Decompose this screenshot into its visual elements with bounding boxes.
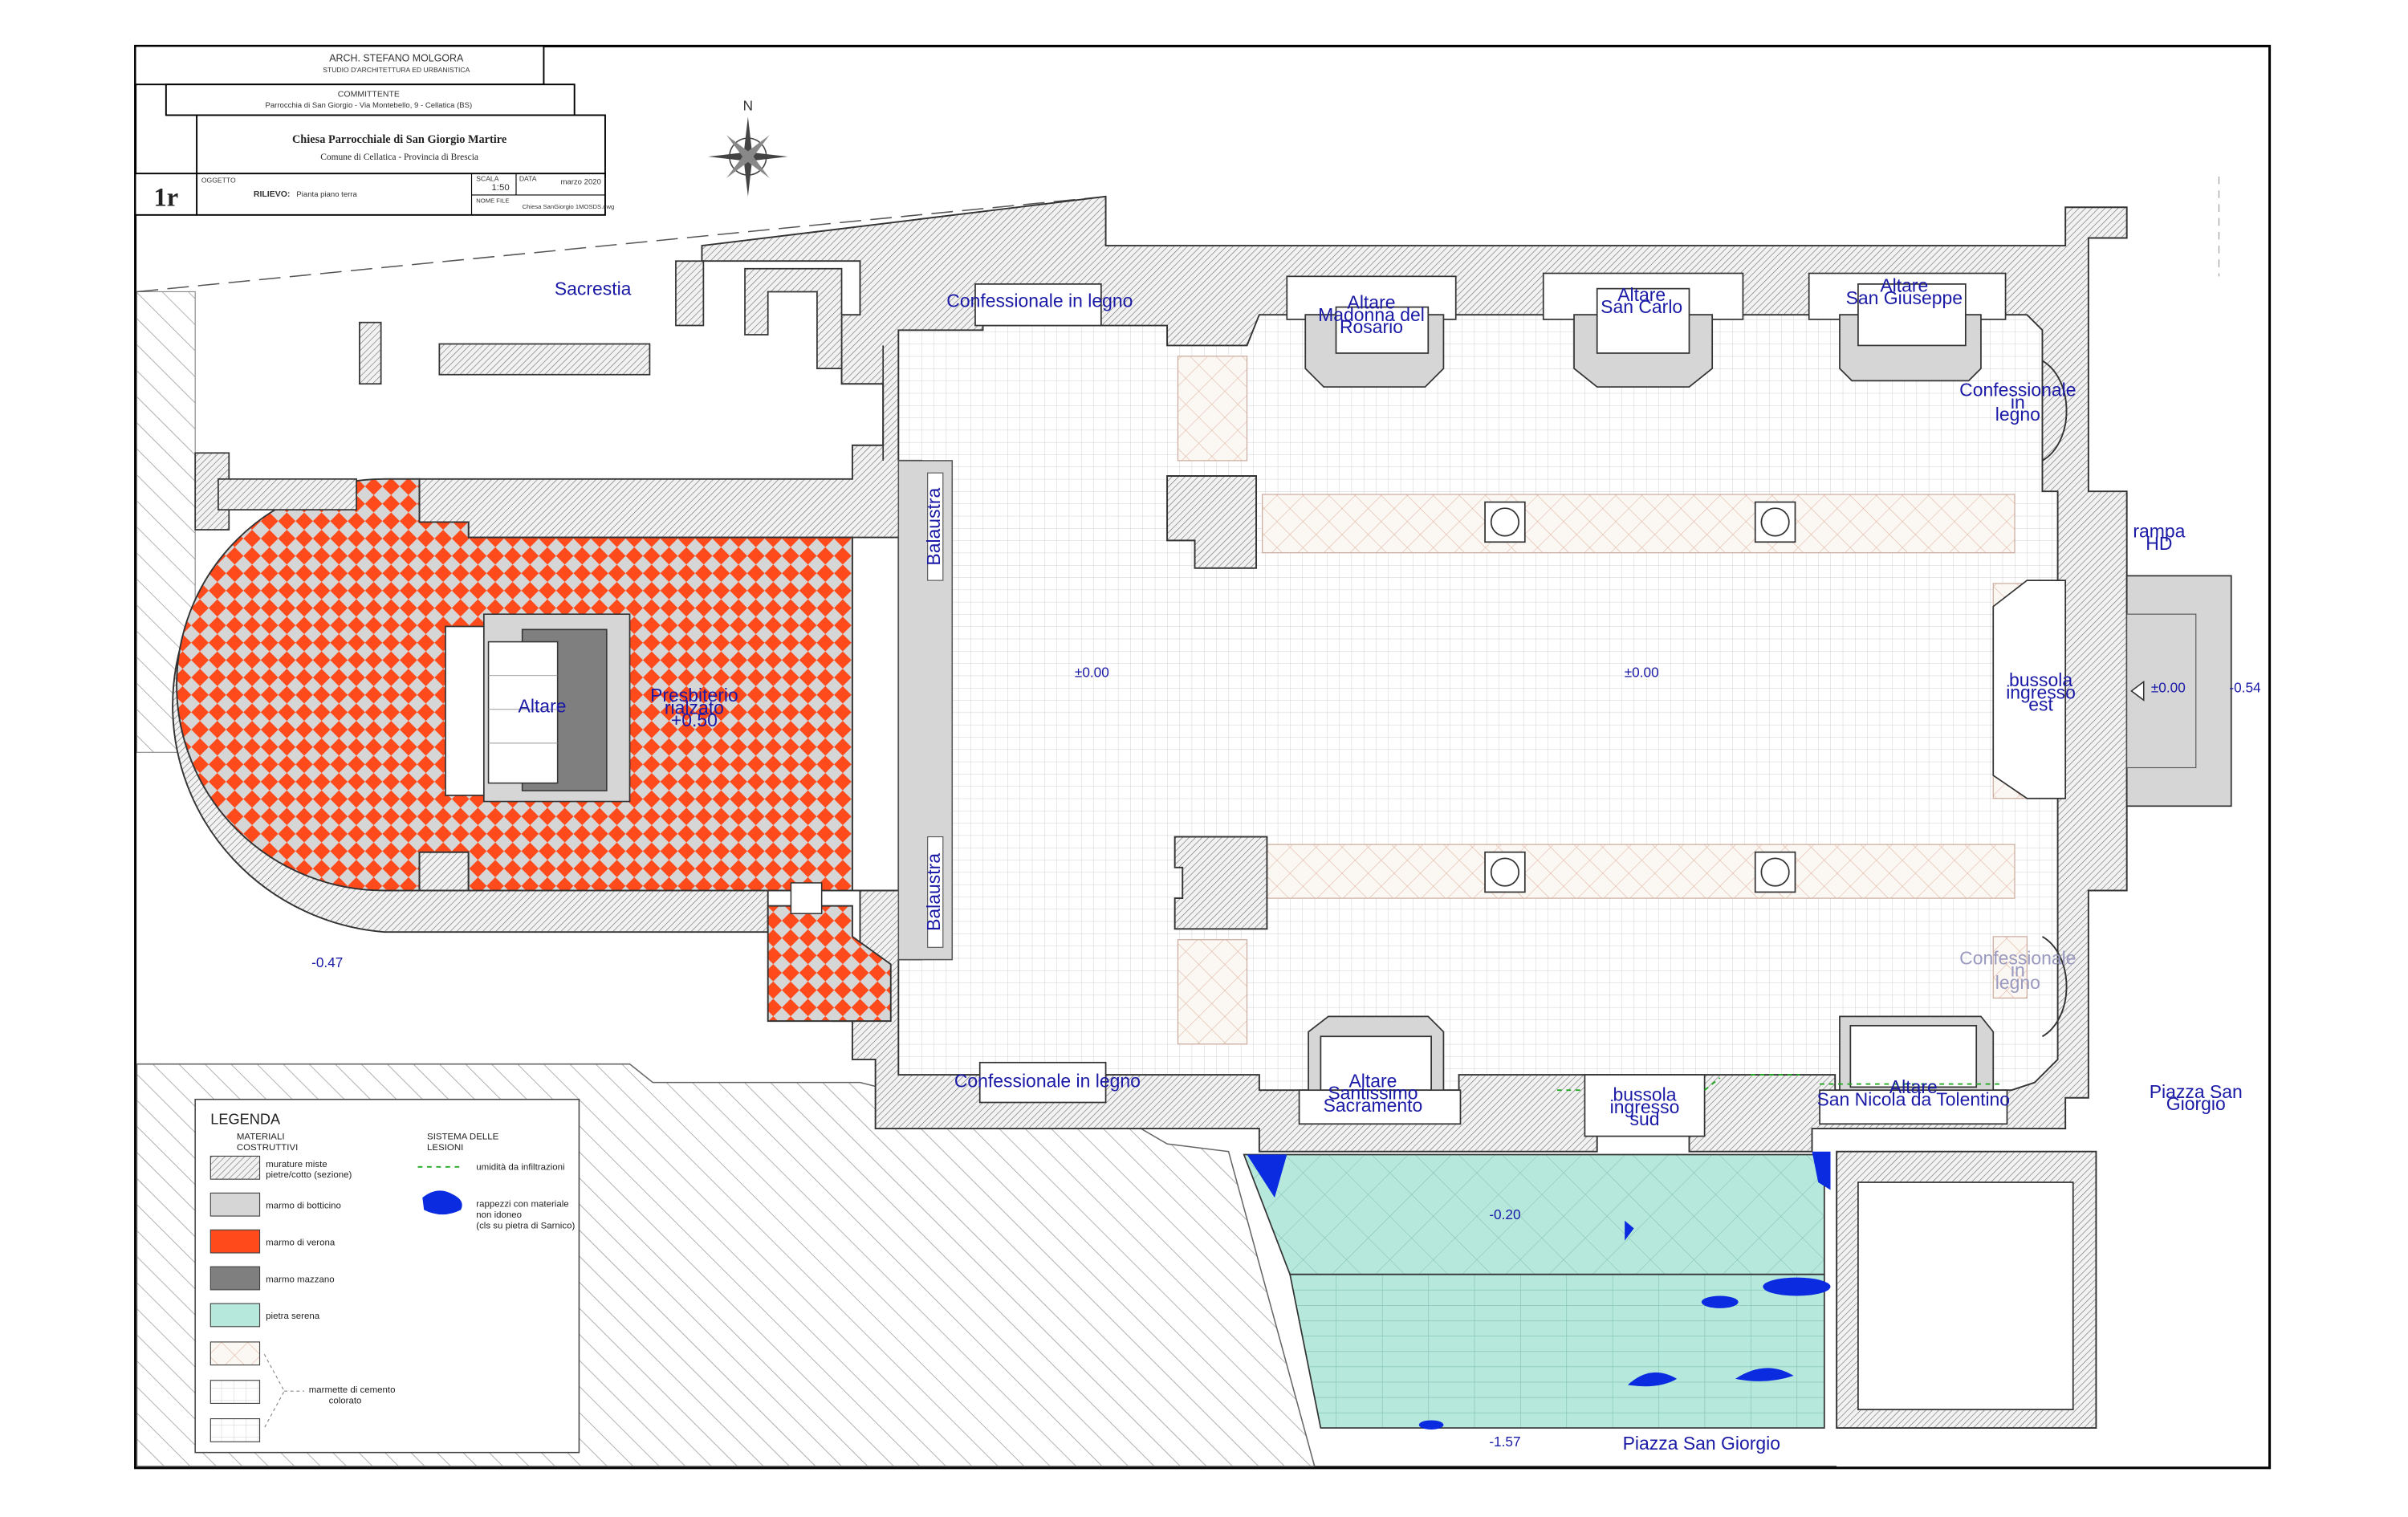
svg-text:Piazza San Giorgio: Piazza San Giorgio [1623, 1433, 1780, 1454]
bussola-sud [1584, 1074, 1706, 1137]
svg-text:Sacramento: Sacramento [1324, 1095, 1423, 1116]
svg-text:HD: HD [2146, 533, 2172, 554]
svg-text:RILIEVO:: RILIEVO: [254, 189, 291, 199]
svg-text:-1.57: -1.57 [1489, 1434, 1520, 1450]
svg-text:Altare: Altare [1348, 292, 1396, 313]
svg-text:Altare: Altare [1880, 275, 1928, 295]
svg-text:Piazza San: Piazza San [2150, 1081, 2243, 1102]
svg-text:bussola: bussola [1613, 1084, 1676, 1105]
property-line [136, 196, 1106, 293]
svg-text:LESIONI: LESIONI [427, 1143, 463, 1153]
svg-text:Balaustra: Balaustra [923, 487, 944, 565]
svg-text:est: est [2028, 694, 2053, 715]
svg-text:pietra serena: pietra serena [266, 1312, 320, 1321]
svg-text:MATERIALI: MATERIALI [237, 1132, 285, 1141]
svg-text:Confessionale: Confessionale [1959, 380, 2076, 401]
svg-text:NOME FILE: NOME FILE [476, 197, 509, 205]
label-confessionale-n: Confessionale in legno [946, 291, 1133, 311]
rhomb-band-north [1262, 494, 2015, 554]
svg-text:Comune di Cellatica - Provinci: Comune di Cellatica - Provincia di Bresc… [320, 153, 478, 162]
main-altar [445, 613, 631, 803]
svg-text:Giorgio: Giorgio [2166, 1093, 2226, 1114]
svg-text:legno: legno [1995, 972, 2040, 993]
piazza-serena [1243, 1153, 1825, 1275]
svg-text:rappezzi con materiale: rappezzi con materiale [476, 1200, 568, 1210]
label-confessionale-s: Confessionale in legno [954, 1070, 1141, 1091]
svg-text:San Nicola da Tolentino: San Nicola da Tolentino [1816, 1088, 2010, 1109]
side-altars-north [1286, 272, 2007, 388]
svg-text:DATA: DATA [519, 175, 537, 183]
repair-patches [1247, 1151, 1831, 1430]
svg-text:Confessionale: Confessionale [1959, 947, 2076, 968]
svg-text:ingresso: ingresso [1610, 1096, 1680, 1117]
svg-text:LEGENDA: LEGENDA [210, 1111, 281, 1127]
svg-text:OGGETTO: OGGETTO [201, 177, 236, 185]
svg-text:umidità da infiltrazioni: umidità da infiltrazioni [476, 1163, 564, 1173]
svg-text:-0.20: -0.20 [1489, 1206, 1520, 1222]
svg-text:marmette di cemento: marmette di cemento [309, 1385, 396, 1395]
svg-text:San Carlo: San Carlo [1601, 296, 1682, 317]
svg-text:Pianta piano terra: Pianta piano terra [296, 190, 357, 199]
svg-text:legno: legno [1995, 404, 2040, 425]
svg-text:SISTEMA DELLE: SISTEMA DELLE [427, 1132, 499, 1141]
svg-text:COSTRUTTIVI: COSTRUTTIVI [237, 1143, 298, 1153]
svg-text:pietre/cotto (sezione): pietre/cotto (sezione) [266, 1170, 352, 1180]
svg-text:±0.00: ±0.00 [2151, 680, 2186, 696]
svg-text:marmo mazzano: marmo mazzano [266, 1275, 334, 1284]
nave-floor [897, 314, 2059, 1102]
svg-text:±0.00: ±0.00 [1075, 665, 1109, 681]
sheet-number: 1r [153, 183, 178, 212]
svg-text:1:50: 1:50 [491, 183, 509, 193]
svg-text:rialzato: rialzato [665, 697, 724, 718]
svg-text:marzo 2020: marzo 2020 [560, 178, 600, 187]
svg-text:in: in [2011, 960, 2025, 981]
svg-text:Chiesa SanGiorgio 1MOSDS.dwg: Chiesa SanGiorgio 1MOSDS.dwg [523, 203, 615, 210]
svg-text:STUDIO D'ARCHITETTURA ED URBAN: STUDIO D'ARCHITETTURA ED URBANISTICA [323, 66, 470, 74]
svg-text:SCALA: SCALA [476, 175, 498, 183]
svg-text:Santissimo: Santissimo [1328, 1083, 1418, 1104]
svg-text:ARCH. STEFANO MOLGORA: ARCH. STEFANO MOLGORA [329, 53, 464, 64]
svg-text:marmo di verona: marmo di verona [266, 1238, 336, 1247]
sheet-frame [134, 44, 2272, 1470]
svg-text:colorato: colorato [329, 1396, 362, 1405]
north-arrow [708, 116, 788, 197]
side-altars-south [1298, 1015, 2008, 1125]
svg-text:Altare: Altare [1348, 1070, 1397, 1091]
svg-text:rampa: rampa [2133, 521, 2185, 542]
svg-text:non idoneo: non idoneo [476, 1210, 522, 1220]
svg-text:Altare: Altare [1617, 284, 1666, 305]
svg-text:ingresso: ingresso [2006, 681, 2076, 702]
piazza-steps [1289, 1273, 1825, 1429]
balaustra-label-s: Balaustra [923, 853, 944, 931]
svg-text:sud: sud [1630, 1108, 1660, 1129]
svg-text:-0.47: -0.47 [311, 954, 343, 970]
legend: LEGENDA MATERIALI COSTRUTTIVI SISTEMA DE… [194, 1098, 580, 1454]
rhomb-band-south [1262, 844, 2015, 899]
svg-text:Chiesa Parrocchiale di San Gio: Chiesa Parrocchiale di San Giorgio Marti… [292, 133, 506, 146]
svg-text:San Giuseppe: San Giuseppe [1846, 287, 1963, 308]
svg-text:Rosario: Rosario [1340, 316, 1403, 337]
svg-text:bussola: bussola [2009, 669, 2072, 690]
svg-text:±0.00: ±0.00 [1625, 665, 1659, 681]
bussola-est [1992, 580, 2067, 799]
svg-text:murature miste: murature miste [266, 1160, 327, 1169]
svg-text:marmo di botticino: marmo di botticino [266, 1201, 341, 1210]
svg-text:Parrocchia di San Giorgio - Vi: Parrocchia di San Giorgio - Via Montebel… [265, 101, 472, 110]
columns [1484, 501, 1796, 893]
humidity-lines [1556, 1074, 2004, 1092]
label-sacrestia: Sacrestia [555, 278, 632, 299]
svg-text:COMMITTENTE: COMMITTENTE [338, 90, 400, 100]
title-block: ARCH. STEFANO MOLGORA STUDIO D'ARCHITETT… [134, 45, 615, 216]
svg-text:Madonna del: Madonna del [1318, 304, 1425, 325]
svg-text:Presbiterio: Presbiterio [650, 685, 738, 706]
svg-text:(cls su pietra di Sarnico): (cls su pietra di Sarnico) [476, 1221, 575, 1230]
svg-text:Altare: Altare [1889, 1076, 1938, 1097]
svg-text:+0.50: +0.50 [671, 710, 718, 730]
north-label: N [743, 98, 753, 114]
svg-text:-0.54: -0.54 [2229, 680, 2261, 696]
svg-text:Altare: Altare [519, 696, 567, 717]
svg-text:in: in [2011, 392, 2025, 413]
